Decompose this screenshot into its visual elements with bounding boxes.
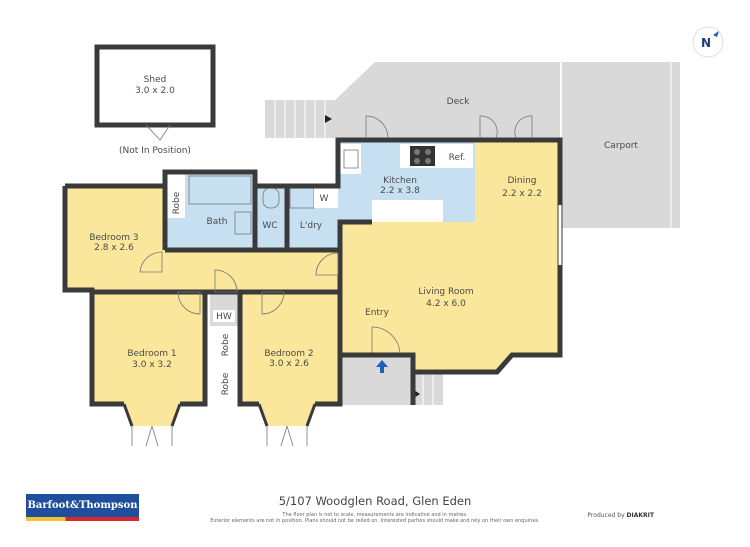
bedroom-2-size: 3.0 x 2.6 [269, 359, 309, 369]
robe-label: Robe [221, 333, 231, 356]
deck-label: Deck [447, 97, 470, 107]
living-size: 4.2 x 6.0 [426, 299, 466, 309]
hallway [165, 250, 340, 292]
produced-by: Produced by DIAKRIT [587, 512, 654, 519]
entry-porch [340, 356, 413, 405]
bath-label: Bath [207, 217, 228, 227]
wc-label: WC [262, 221, 277, 231]
compass-north-label: N [701, 36, 711, 50]
hw-label: HW [216, 312, 232, 322]
bath [185, 172, 255, 250]
barfoot-thompson-logo: Barfoot&Thompson [26, 494, 139, 521]
fridge-label: Ref. [449, 153, 466, 163]
entry-door-icon [371, 326, 401, 356]
deck-stairs [265, 100, 335, 138]
produced-by-label: Produced by [587, 512, 625, 519]
bedroom-3 [65, 186, 165, 290]
washer-label: W [320, 194, 329, 204]
carport-label: Carport [604, 141, 638, 151]
bedroom-2-label: Bedroom 2 [264, 349, 313, 359]
disclaimer-line-1: The floor plan is not to scale, measurem… [282, 512, 468, 518]
bedroom-1 [92, 294, 205, 426]
basin-icon [234, 211, 252, 235]
kitchen-size: 2.2 x 3.8 [380, 186, 420, 196]
shed-label: Shed [144, 75, 167, 85]
bedroom-1-size: 3.0 x 3.2 [132, 360, 172, 370]
compass: N [692, 26, 724, 58]
bedroom-3-label: Bedroom 3 [89, 233, 138, 243]
shed-door-icon [145, 124, 171, 141]
doors [131, 115, 533, 447]
sink-icon [343, 149, 359, 169]
wc [255, 186, 287, 250]
entry-arrow-icon [376, 360, 388, 373]
carport [561, 62, 680, 228]
kitchen-label: Kitchen [383, 176, 417, 186]
property-address: 5/107 Woodglen Road, Glen Eden [278, 494, 472, 508]
shed: Shed 3.0 x 2.0 (Not In Position) [94, 44, 216, 156]
bathtub-icon [188, 175, 252, 205]
disclaimer-line-2: Exterior elements are not in position. P… [210, 518, 540, 524]
robe-bedroom-3 [165, 188, 185, 218]
shed-note: (Not In Position) [119, 146, 191, 156]
robe-label: Robe [221, 372, 231, 395]
deck [335, 62, 560, 138]
shed-size: 3.0 x 2.0 [135, 86, 175, 96]
bedroom-2 [240, 294, 338, 426]
dining-label: Dining [507, 176, 536, 186]
living-label: Living Room [418, 287, 473, 297]
dining-size: 2.2 x 2.2 [502, 189, 542, 199]
robe-label: Robe [172, 191, 182, 214]
living-dining-area [340, 140, 560, 372]
robe-2 [210, 366, 238, 401]
producer-name: DIAKRIT [626, 512, 654, 519]
bedroom-1-label: Bedroom 1 [127, 349, 176, 359]
cooktop-icon [410, 146, 435, 166]
bedroom-3-size: 2.8 x 2.6 [94, 243, 134, 253]
entry-stairs [413, 374, 443, 405]
laundry-label: L'dry [300, 221, 323, 231]
entry-label: Entry [365, 308, 390, 318]
compass-arrow-icon [713, 31, 719, 37]
robe-1 [210, 328, 238, 361]
